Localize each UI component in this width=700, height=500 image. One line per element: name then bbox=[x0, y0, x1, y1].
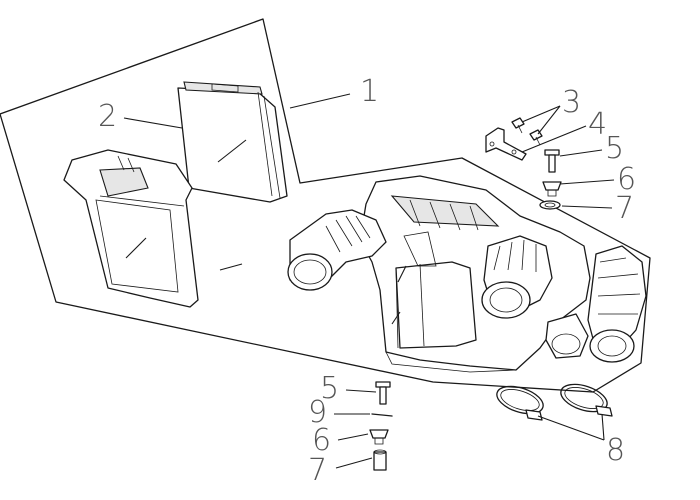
hose-clamps bbox=[496, 383, 613, 421]
assembly-boundary-outline bbox=[0, 18, 651, 393]
callout-6-top: 6 bbox=[617, 162, 636, 197]
bottom-bolt bbox=[375, 381, 391, 405]
left-intake-hose bbox=[287, 209, 387, 291]
air-box-body bbox=[359, 175, 591, 373]
top-bolt bbox=[544, 149, 560, 173]
callout-leaders bbox=[123, 93, 615, 469]
top-washer bbox=[539, 200, 561, 210]
mounting-bracket bbox=[485, 127, 527, 161]
air-box-cover bbox=[63, 149, 199, 308]
callout-3: 3 bbox=[562, 85, 581, 120]
top-grommet bbox=[542, 181, 562, 197]
right-intake-hoses bbox=[481, 235, 647, 363]
callout-4: 4 bbox=[588, 107, 607, 142]
callout-2: 2 bbox=[98, 99, 117, 134]
callout-7-bottom: 7 bbox=[308, 453, 327, 488]
callout-1: 1 bbox=[360, 74, 379, 109]
callout-9: 9 bbox=[308, 395, 327, 430]
callout-5-bottom: 5 bbox=[320, 371, 339, 406]
bottom-grommet bbox=[369, 429, 389, 445]
callout-8: 8 bbox=[606, 433, 625, 468]
bottom-collar bbox=[373, 449, 387, 471]
callout-5-top: 5 bbox=[605, 131, 624, 166]
air-filter-element bbox=[177, 81, 288, 203]
callout-7-top: 7 bbox=[615, 191, 634, 226]
screw-pair bbox=[511, 117, 543, 146]
callout-6-bottom: 6 bbox=[312, 423, 331, 458]
bottom-pin bbox=[371, 413, 393, 417]
cover-ghost-leader bbox=[219, 263, 243, 271]
